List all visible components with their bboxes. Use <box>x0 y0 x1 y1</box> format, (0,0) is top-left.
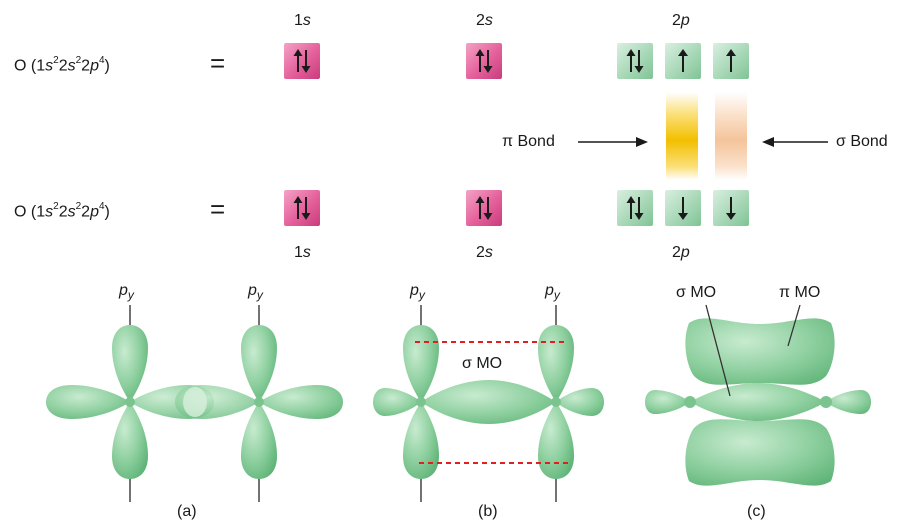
panel-b-py-right-label: py <box>545 282 560 303</box>
panel-b-sigma-mo-label: σ MO <box>462 355 503 372</box>
panel-c-pi-mo-label: π MO <box>779 284 821 301</box>
panel-a-py-right-label: py <box>248 282 263 303</box>
top-configuration-label: O (1s22s22p4) <box>14 55 110 75</box>
top-1s-orbital-box <box>284 43 320 79</box>
sigma-bond-arrow <box>762 137 828 147</box>
bottom-2p-orbital-box-1 <box>617 190 653 226</box>
bottom-2p-orbital-box-3 <box>713 190 749 226</box>
bottom-configuration-label: O (1s22s22p4) <box>14 201 110 221</box>
top-2p-orbital-box-3 <box>713 43 749 79</box>
panel-a <box>46 305 343 502</box>
top-equals-sign: = <box>210 48 226 78</box>
top-2s-orbital-box <box>466 43 502 79</box>
bottom-equals-sign: = <box>210 194 226 224</box>
top-label-1s: 1s <box>294 12 311 29</box>
panel-c-caption: (c) <box>747 503 766 520</box>
top-label-2p: 2p <box>672 12 690 29</box>
bottom-label-1s: 1s <box>294 244 311 261</box>
panel-c-sigma-mo-label: σ MO <box>676 284 717 301</box>
top-2p-orbital-box-2 <box>665 43 701 79</box>
sigma-bond-label: σ Bond <box>836 133 888 150</box>
bottom-label-2s: 2s <box>476 244 493 261</box>
top-2p-orbital-box-1 <box>617 43 653 79</box>
pi-bond-arrow <box>578 137 648 147</box>
sigma-bond-bar <box>715 92 747 180</box>
top-label-2s: 2s <box>476 12 493 29</box>
panel-a-py-left-label: py <box>119 282 134 303</box>
panel-b-caption: (b) <box>478 503 498 520</box>
bottom-2s-orbital-box <box>466 190 502 226</box>
bottom-label-2p: 2p <box>672 244 690 261</box>
panel-b <box>373 305 604 502</box>
panel-a-caption: (a) <box>177 503 197 520</box>
pi-bond-label: π Bond <box>502 133 555 150</box>
bottom-2p-orbital-box-2 <box>665 190 701 226</box>
panel-c <box>645 304 871 486</box>
pi-bond-bar <box>666 92 698 180</box>
bottom-1s-orbital-box <box>284 190 320 226</box>
panel-b-py-left-label: py <box>410 282 425 303</box>
